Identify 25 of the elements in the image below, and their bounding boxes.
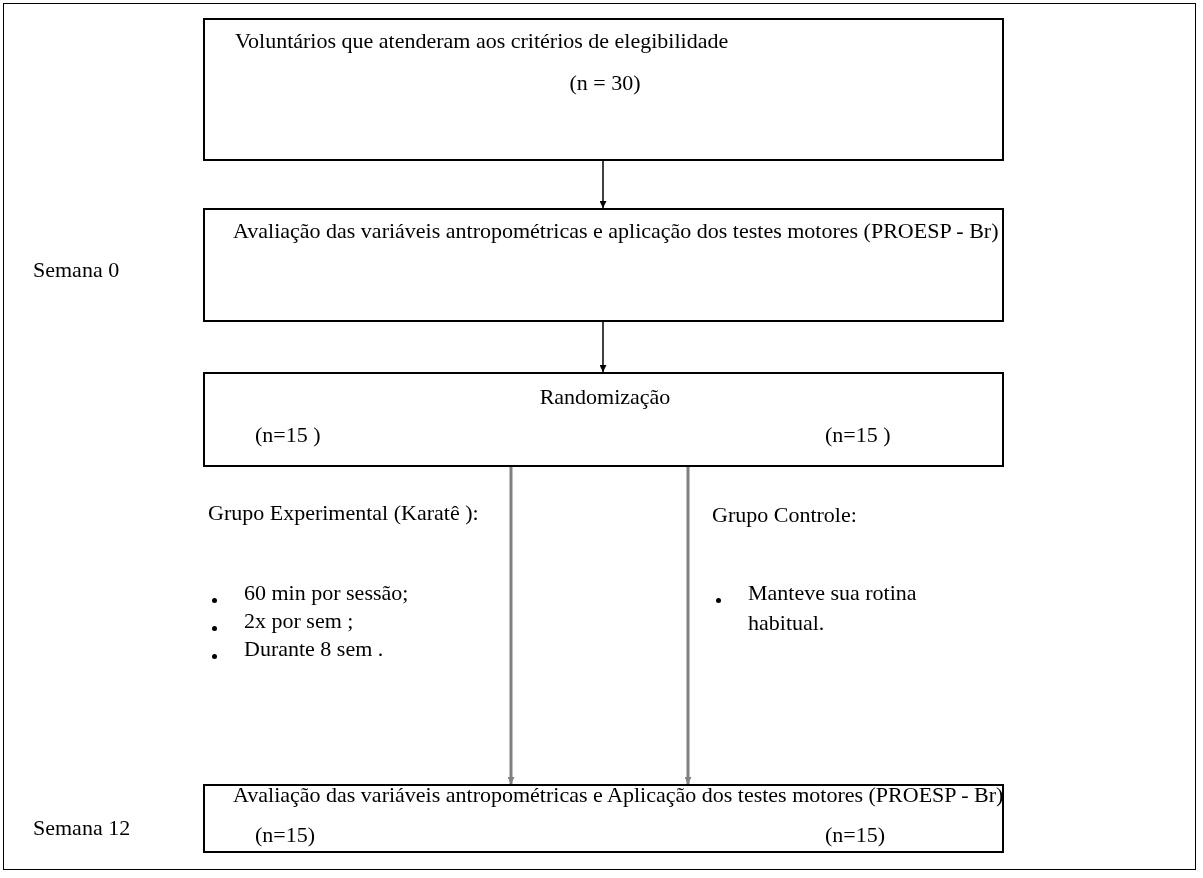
sample-size: (n=15) [255, 821, 317, 849]
arrow [684, 467, 692, 784]
sample-size: (n=15 ) [255, 421, 322, 449]
group-heading: Grupo Experimental (Karatê ): [208, 499, 480, 527]
arrow [507, 467, 515, 784]
sample-size: (n=15 ) [825, 421, 892, 449]
sample-size: (n=15) [825, 821, 887, 849]
node-title: Avaliação das variáveis antropométricas e Aplicação dos testes motores (PROESP - Br) [233, 781, 1004, 809]
node-title: Randomização [538, 383, 672, 411]
week-label: Semana 0 [33, 256, 120, 284]
process-box [203, 372, 1004, 467]
process-box [203, 784, 1004, 853]
bullet-item: 60 min por sessão; [208, 578, 488, 608]
process-box [203, 208, 1004, 322]
week-label: Semana 12 [33, 814, 131, 842]
process-box [203, 18, 1004, 161]
bullet-item: Durante 8 sem . [208, 634, 488, 664]
node-title: Voluntários que atenderam aos critérios de elegibilidade [235, 27, 730, 55]
bullet-item: Manteve sua rotina habitual. [712, 578, 952, 638]
arrow [599, 321, 607, 373]
node-title: Avaliação das variáveis antropométricas e aplicação dos testes motores (PROESP - Br) [233, 217, 999, 245]
group-heading: Grupo Controle: [712, 501, 858, 529]
arrow [599, 160, 607, 209]
bullet-item: 2x por sem ; [208, 606, 488, 636]
sample-size: (n = 30) [568, 69, 642, 97]
